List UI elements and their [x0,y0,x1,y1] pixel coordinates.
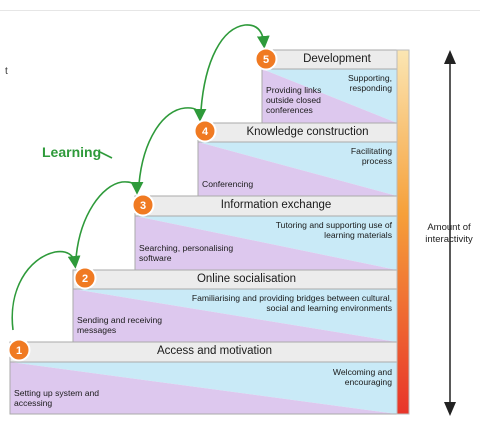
stage-3 [134,195,398,271]
interactivity-label: Amount of interactivity [425,222,473,245]
badge-3-number: 3 [140,200,146,212]
badge-5 [254,47,278,71]
top-divider [0,10,480,11]
badge-2-number: 2 [82,273,88,285]
stage-1-student-text: Setting up system and accessing [14,388,100,408]
stage-4 [197,122,398,197]
stray-text: t [5,66,8,77]
interactivity-gradient-bar [396,49,410,415]
learning-arrows [11,24,270,331]
learning-arrow-2-to-3 [75,181,144,259]
stage-4-teacher-text: Facilitating process [350,146,392,166]
stage-2-teacher-text: Familiarising and providing bridges betw… [191,293,392,313]
learning-label-pointer [99,151,113,159]
stage-4-student-text: Conferencing [202,179,254,189]
learning-arrow-4-to-5 [200,24,270,111]
badge-5-number: 5 [263,54,269,66]
learning-arrow-3-to-4 [138,107,207,185]
interactivity-arrow [444,50,456,416]
badges [7,47,278,362]
badge-4 [193,119,217,143]
stage-4-student-region [198,142,397,196]
badge-3 [131,193,155,217]
stage-4-title: Knowledge construction [246,126,369,138]
stage-1-teacher-text: Welcoming and encouraging [332,367,392,387]
badge-1 [7,338,31,362]
stage-3-teacher-text: Tutoring and supporting use of learning … [275,220,392,240]
learning-label: Learning [42,144,102,160]
stage-3-title: Information exchange [220,199,332,211]
stage-5 [261,49,398,124]
stage-1-student-region [10,362,397,414]
stage-1 [9,341,398,415]
stage-3-student-text: Searching, personalising software [139,243,234,263]
stage-2-title: Online socialisation [196,273,297,285]
badge-4-number: 4 [202,126,209,138]
stage-2-student-region [73,289,397,342]
badge-2 [73,266,97,290]
learning-arrow-1-to-2 [11,250,81,331]
stage-5-student-region [262,69,397,123]
stage-1-title: Access and motivation [156,345,273,357]
badge-1-number: 1 [16,345,22,357]
stage-5-student-text: Providing links outside closed conferenc… [266,85,322,115]
stage-2-student-text: Sending and receiving messages [77,315,163,335]
stage-5-title: Development [303,53,371,65]
stage-5-teacher-text: Supporting, responding [348,73,392,93]
stage-3-student-region [135,216,397,270]
